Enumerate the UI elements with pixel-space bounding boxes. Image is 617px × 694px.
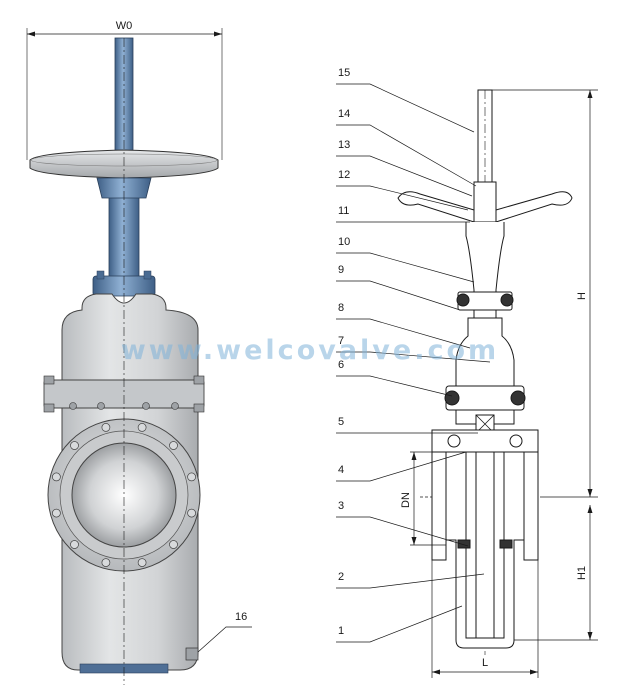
bolt-hole	[70, 540, 79, 549]
part-label-15: 15	[338, 67, 350, 79]
bolt-hole	[187, 508, 196, 518]
w0-label: W0	[116, 20, 133, 32]
part-label-14: 14	[338, 108, 350, 120]
part-label-4: 4	[338, 464, 344, 476]
part-label-10: 10	[338, 236, 350, 248]
band-bolts	[43, 375, 205, 413]
valve-3d-view: W0	[26, 20, 223, 685]
leader-line-6	[336, 375, 453, 397]
bolt-hole	[187, 472, 196, 482]
part-label-8: 8	[338, 302, 344, 314]
leader-line-14	[336, 124, 477, 187]
flange-bolt-holes	[52, 423, 196, 567]
part-label-16: 16	[235, 611, 247, 623]
drain-plug	[185, 647, 199, 661]
part-label-3: 3	[338, 500, 344, 512]
part-label-7: 7	[338, 335, 344, 347]
leader-line-7	[336, 351, 491, 363]
leader-line-16	[197, 626, 252, 653]
l-label: L	[482, 657, 488, 669]
bolt-hole	[169, 540, 178, 549]
bore	[71, 442, 177, 548]
bolt-hole	[52, 508, 61, 518]
leader-line-13	[336, 155, 473, 197]
leader-line-3	[336, 516, 469, 547]
part-label-9: 9	[338, 264, 344, 276]
part-label-13: 13	[338, 139, 350, 151]
bolt-hole	[101, 558, 111, 567]
leader-line-8	[336, 318, 471, 349]
leader-line-10	[336, 252, 475, 283]
leader-line-4	[336, 451, 467, 482]
dn-label: DN	[400, 492, 412, 508]
part-label-11: 11	[338, 205, 349, 217]
h1-label: H1	[576, 566, 588, 580]
leader-line-2	[336, 573, 485, 589]
bolt-hole	[137, 423, 147, 432]
leader-line-12	[336, 185, 469, 211]
part-label-6: 6	[338, 359, 344, 371]
leader-line-9	[336, 280, 461, 311]
bolt-hole	[169, 441, 178, 450]
watermark-text: www.welcovalve.com	[121, 335, 499, 366]
leader-line-15	[336, 83, 475, 133]
bolt-hole	[70, 441, 79, 450]
section-dimensions	[410, 89, 598, 678]
part-label-12: 12	[338, 169, 350, 181]
bolt-hole	[52, 472, 61, 482]
valve-section-view	[397, 89, 573, 655]
w0-dimension: W0	[26, 20, 223, 160]
part-label-2: 2	[338, 571, 344, 583]
part-label-1: 1	[338, 625, 344, 637]
leader-line-1	[336, 605, 463, 643]
bolt-hole	[137, 558, 147, 567]
part-label-5: 5	[338, 416, 344, 428]
h-label: H	[576, 292, 588, 300]
bolt-hole	[101, 423, 111, 432]
